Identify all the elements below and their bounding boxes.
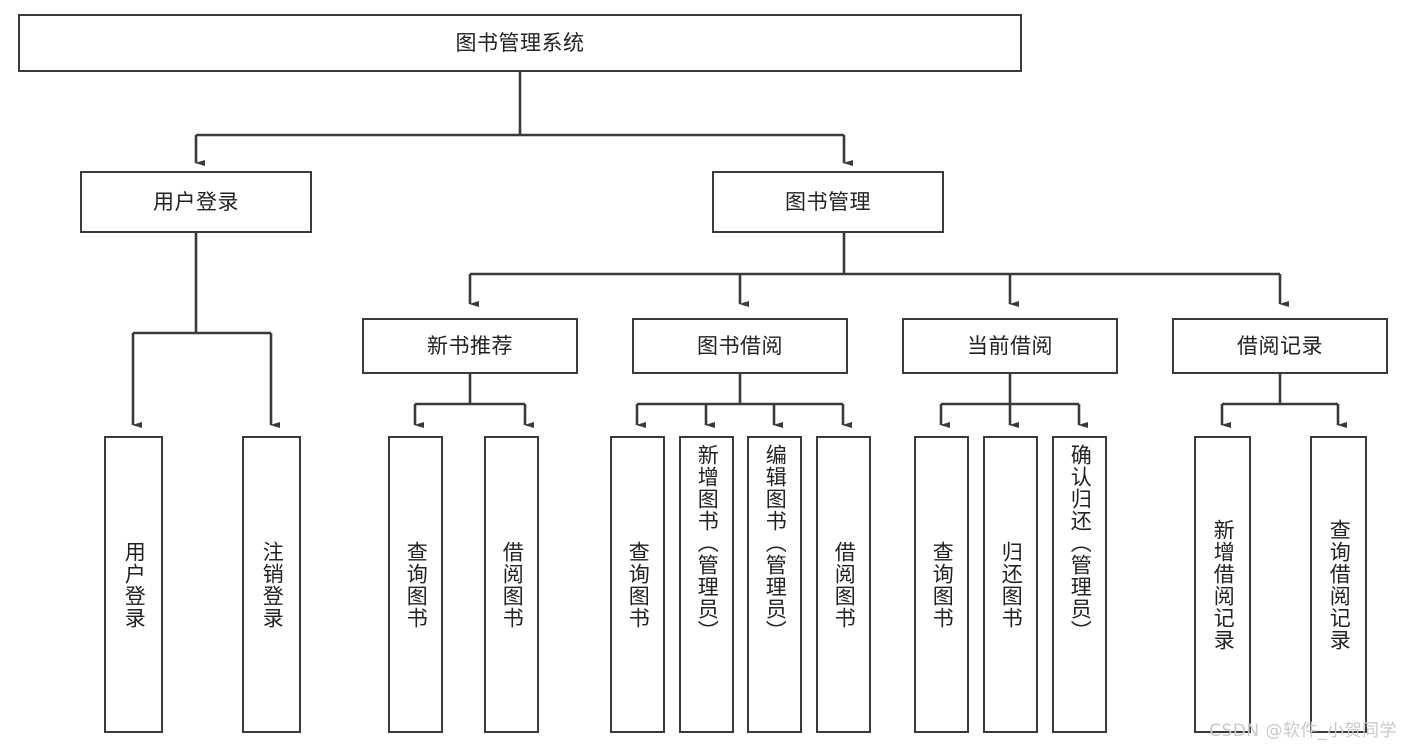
leaf-user-login-login[interactable]: 用户登录 xyxy=(104,436,163,733)
node-label: 图书管理系统 xyxy=(455,30,585,55)
node-label: 借阅记录 xyxy=(1237,333,1323,358)
node-label: 归还图书 xyxy=(999,540,1024,629)
leaf-borrow-record-add-record[interactable]: 新增借阅记录 xyxy=(1194,436,1251,733)
node-label: 图书管理 xyxy=(785,189,871,214)
node-label: 借阅图书 xyxy=(500,540,525,629)
leaf-book-borrow-borrow-book[interactable]: 借阅图书 xyxy=(816,436,871,733)
node-label: 注销登录 xyxy=(260,540,285,629)
leaf-book-borrow-add-book-admin[interactable]: 新增图书（管理员） xyxy=(679,436,734,733)
node-label: 用户登录 xyxy=(153,189,239,214)
leaf-current-borrow-confirm-return-admin[interactable]: 确认归还（管理员） xyxy=(1052,436,1107,733)
node-book-borrow[interactable]: 图书借阅 xyxy=(632,318,848,374)
node-label: 查询图书 xyxy=(404,540,429,629)
node-label: 编辑图书（管理员） xyxy=(763,444,788,642)
node-current-borrow[interactable]: 当前借阅 xyxy=(902,318,1118,374)
node-label: 当前借阅 xyxy=(967,333,1053,358)
node-book-management[interactable]: 图书管理 xyxy=(712,171,944,233)
node-label: 新增图书（管理员） xyxy=(695,444,720,642)
leaf-new-book-query-book[interactable]: 查询图书 xyxy=(388,436,443,733)
leaf-user-login-logout[interactable]: 注销登录 xyxy=(242,436,301,733)
node-label: 查询图书 xyxy=(626,540,651,629)
node-new-book-recommend[interactable]: 新书推荐 xyxy=(362,318,578,374)
node-label: 新增借阅记录 xyxy=(1211,518,1236,651)
node-label: 借阅图书 xyxy=(832,540,857,629)
node-user-login[interactable]: 用户登录 xyxy=(80,171,312,233)
node-borrow-record[interactable]: 借阅记录 xyxy=(1172,318,1388,374)
node-label: 新书推荐 xyxy=(427,333,513,358)
leaf-borrow-record-query-record[interactable]: 查询借阅记录 xyxy=(1310,436,1367,733)
node-label: 查询借阅记录 xyxy=(1327,518,1352,651)
node-root-book-management-system[interactable]: 图书管理系统 xyxy=(18,14,1022,72)
csdn-watermark: CSDN @软件_小贺同学 xyxy=(1209,721,1397,741)
leaf-current-borrow-query-book[interactable]: 查询图书 xyxy=(914,436,969,733)
leaf-book-borrow-query-book[interactable]: 查询图书 xyxy=(610,436,665,733)
node-label: 确认归还（管理员） xyxy=(1068,444,1093,642)
node-label: 查询图书 xyxy=(930,540,955,629)
node-label: 图书借阅 xyxy=(697,333,783,358)
node-label: 用户登录 xyxy=(122,540,147,629)
leaf-book-borrow-edit-book-admin[interactable]: 编辑图书（管理员） xyxy=(747,436,802,733)
leaf-new-book-borrow-book[interactable]: 借阅图书 xyxy=(484,436,539,733)
leaf-current-borrow-return-book[interactable]: 归还图书 xyxy=(983,436,1038,733)
